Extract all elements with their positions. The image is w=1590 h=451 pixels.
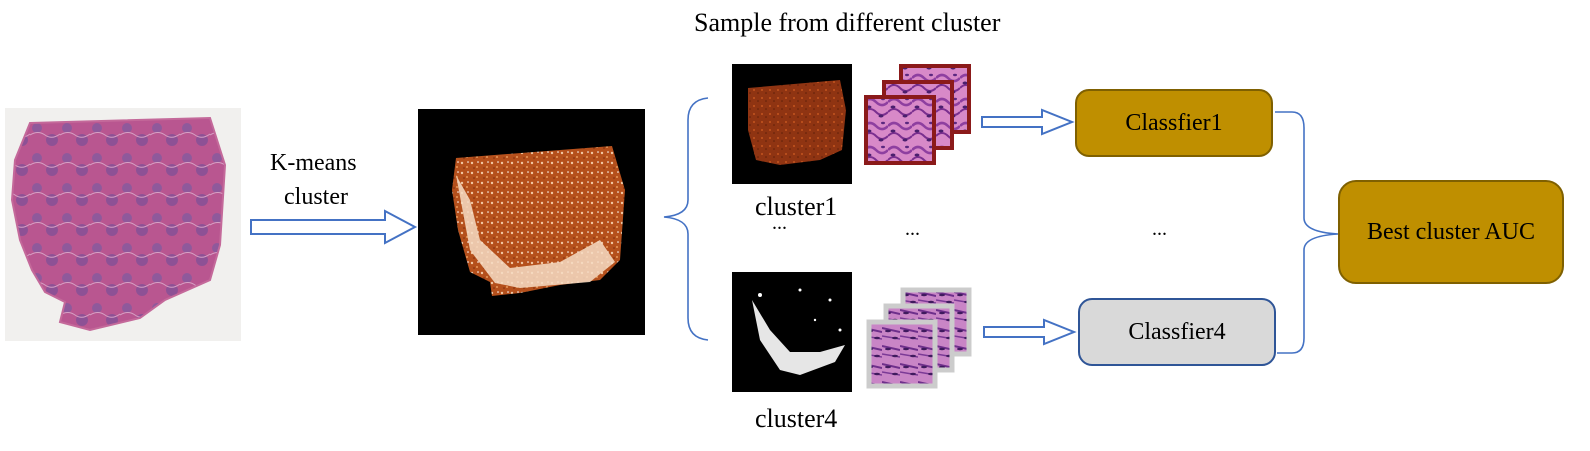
kmeans-label-line1: K-means — [270, 150, 357, 176]
best-cluster-auc-box: Best cluster AUC — [1338, 180, 1564, 284]
ellipsis-classifiers: ... — [1152, 218, 1167, 240]
ellipsis-cluster: ... — [772, 212, 787, 234]
cluster-brace — [663, 97, 709, 341]
result-brace — [1275, 111, 1339, 354]
ellipsis-patches: ... — [905, 218, 920, 240]
cluster4-image — [732, 272, 852, 392]
cluster1-label: cluster1 — [755, 192, 838, 221]
kmeans-arrow — [250, 209, 418, 245]
classifier1-arrow — [981, 108, 1075, 136]
whole-slide-image — [5, 108, 241, 341]
cluster1-image — [732, 64, 852, 184]
clustered-slide-image — [418, 109, 645, 335]
classifier4-arrow — [983, 318, 1077, 346]
cluster1-patch-stack — [864, 64, 971, 165]
classifier4-box: Classfier4 — [1078, 298, 1276, 366]
kmeans-label-line2: cluster — [284, 184, 348, 210]
diagram-title: Sample from different cluster — [694, 8, 1001, 37]
classifier1-box: Classfier1 — [1075, 89, 1273, 157]
cluster4-patch-stack — [866, 287, 972, 389]
cluster4-label: cluster4 — [755, 404, 838, 433]
